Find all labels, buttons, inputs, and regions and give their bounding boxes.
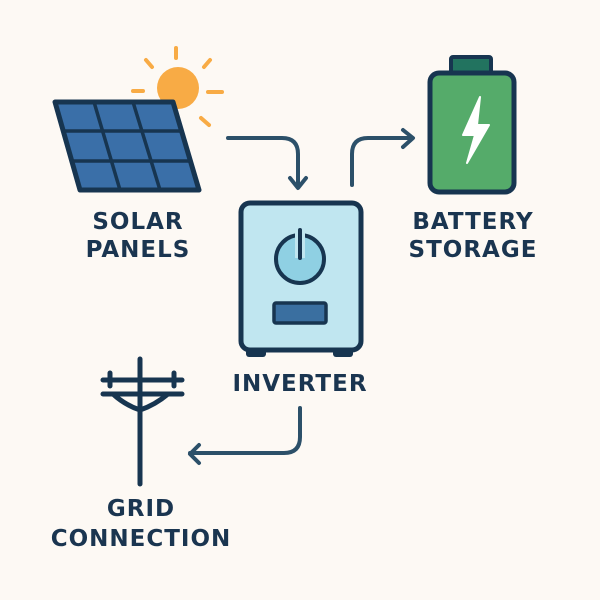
grid-label-line1: GRID (107, 496, 175, 522)
arrow-inverter-to-battery (350, 128, 415, 187)
utility-pole-icon (100, 356, 185, 487)
sun-icon (131, 46, 224, 127)
arrow-inverter-to-grid (188, 406, 302, 465)
arrow-solar-to-inverter (226, 136, 308, 190)
grid-label-line2: CONNECTION (51, 526, 232, 552)
inverter-icon (238, 200, 364, 357)
solar-panel-icon (52, 99, 202, 193)
battery-label-line1: BATTERY (412, 209, 533, 235)
inverter-label: INVERTER (232, 371, 367, 397)
power-icon (274, 228, 326, 285)
solar-label-line1: SOLAR (92, 209, 183, 235)
solar-label-line2: PANELS (86, 237, 191, 263)
battery-label-line2: STORAGE (409, 237, 538, 263)
battery-icon (427, 55, 517, 195)
